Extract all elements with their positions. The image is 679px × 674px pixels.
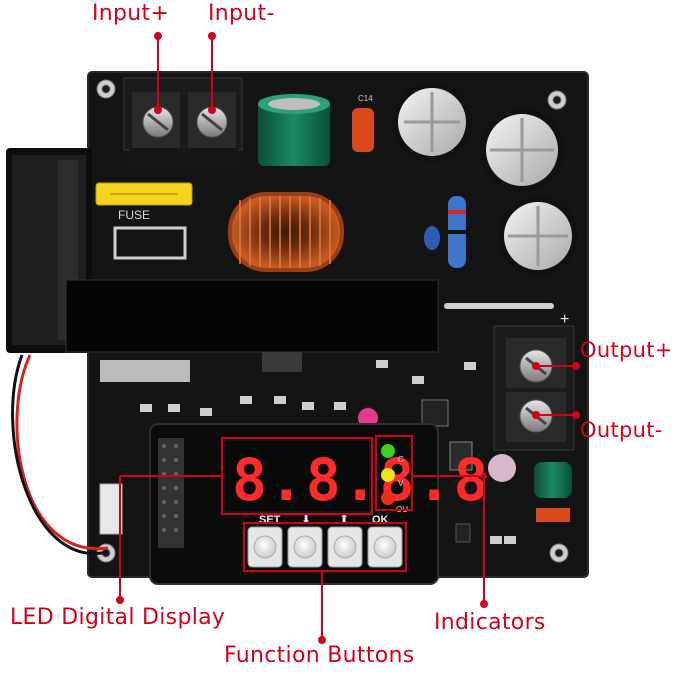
fuse-label: FUSE	[118, 208, 150, 222]
label-indicators: Indicators	[434, 610, 546, 635]
label-function-buttons: Function Buttons	[224, 643, 415, 668]
input-terminal	[123, 77, 243, 170]
electrolytic-capacitors	[392, 82, 578, 276]
green-capacitor	[258, 94, 330, 166]
green-cap-small	[534, 462, 572, 498]
set-button-label: SET	[259, 514, 281, 526]
shunt-wire	[444, 303, 554, 309]
annotation-dots	[116, 32, 580, 644]
fan-wire-red	[15, 354, 109, 551]
indicator-label-v: V	[398, 479, 404, 488]
function-buttons	[247, 526, 403, 568]
label-led-digital-display: LED Digital Display	[10, 605, 226, 630]
svg-text:C14: C14	[358, 94, 373, 103]
svg-text:+: +	[560, 311, 569, 328]
led-red-indicator	[381, 491, 395, 505]
output-terminal	[493, 325, 575, 451]
label-output-negative: Output-	[580, 418, 663, 442]
led-digital-display: 8.8.8.8	[223, 439, 490, 514]
ok-button-label: OK	[372, 514, 389, 526]
ceramic-cap-c14	[352, 108, 374, 152]
down-button-label: ⬇	[301, 512, 311, 526]
led-yellow-indicator	[381, 468, 395, 482]
indicator-label-c: C	[398, 455, 404, 464]
label-input-positive: Input+	[92, 1, 170, 26]
label-output-positive: Output+	[580, 338, 673, 362]
display-digits: 8.8.8.8	[232, 446, 490, 514]
smd-components	[140, 360, 516, 544]
mounting-holes	[96, 79, 569, 563]
label-input-negative: Input-	[208, 1, 275, 26]
led-green-indicator	[381, 444, 395, 458]
fan-wire-black	[11, 354, 109, 556]
heatsink	[66, 280, 438, 352]
blue-cap	[424, 226, 440, 250]
toroid-inductor	[228, 192, 344, 272]
fuse: FUSE	[95, 182, 193, 260]
annotation-lines	[119, 36, 576, 640]
inductor-small	[449, 441, 473, 471]
indicator-leds: C V OU	[381, 444, 408, 514]
up-button-label: ⬆	[339, 512, 349, 526]
electrolytic-small	[488, 454, 516, 482]
